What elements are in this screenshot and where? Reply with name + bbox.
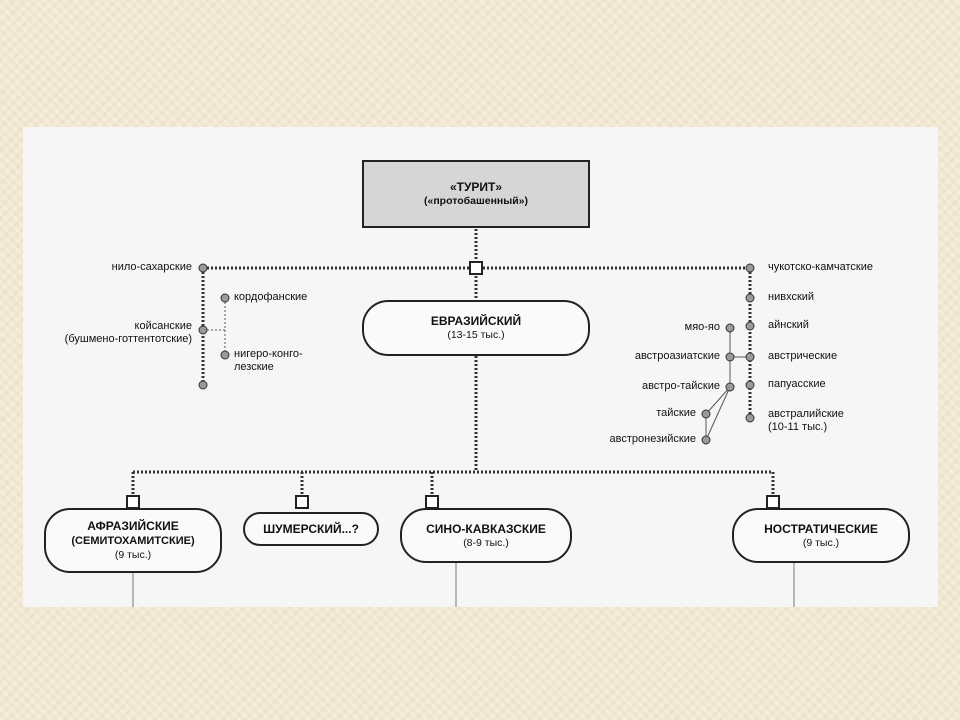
sinocaucasian-box: СИНО-КАВКАЗСКИЕ (8-9 тыс.) xyxy=(400,508,572,563)
label-austroasiatic: австроазиатские xyxy=(634,350,720,362)
root-title: «ТУРИТ» xyxy=(449,180,503,194)
eurasian-subtitle: (13-15 тыс.) xyxy=(447,329,505,341)
node-miaoyao xyxy=(725,323,735,333)
label-australian: австралийские (10-11 тыс.) xyxy=(768,408,844,434)
label-nivkh: нивхский xyxy=(768,291,815,303)
afrasian-box: АФРАЗИЙСКИЕ (СЕМИТОХАМИТСКИЕ) (9 тыс.) xyxy=(44,508,222,573)
node-khoisan xyxy=(198,325,208,335)
label-austronesian: австронезийские xyxy=(609,433,696,445)
node-austroasiatic xyxy=(725,352,735,362)
label-khoisan-line1: койсанские xyxy=(134,320,192,332)
label-niger-line1: нигеро-конго- xyxy=(234,348,303,360)
sumerian-box: ШУМЕРСКИЙ...? xyxy=(243,512,379,546)
node-square-top xyxy=(469,261,483,275)
label-chukotko-kamchatkan: чукотско-камчатские xyxy=(768,261,874,273)
eurasian-title: ЕВРАЗИЙСКИЙ xyxy=(430,314,522,328)
node-austrotai xyxy=(725,382,735,392)
label-khoisan: койсанские (бушмено-готтентотские) xyxy=(65,320,192,346)
afrasian-alt-name: (СЕМИТОХАМИТСКИЕ) xyxy=(71,535,195,547)
node-left-end xyxy=(198,380,208,390)
label-ainu: айнский xyxy=(768,319,809,331)
nostratic-box: НОСТРАТИЧЕСКИЕ (9 тыс.) xyxy=(732,508,910,563)
nostratic-age: (9 тыс.) xyxy=(802,536,840,549)
label-kordofanian: кордофанские xyxy=(234,291,308,303)
root-box: «ТУРИТ» («протобашенный») xyxy=(362,160,590,228)
connector-austronesian-link xyxy=(705,386,731,441)
node-square-sinocaucasian xyxy=(425,495,439,509)
afrasian-age: (9 тыс.) xyxy=(114,549,152,561)
node-austronesian xyxy=(701,435,711,445)
node-ainu xyxy=(745,321,755,331)
sumerian-title: ШУМЕРСКИЙ...? xyxy=(263,521,359,536)
node-square-nostratic xyxy=(766,495,780,509)
node-square-afrasian xyxy=(126,495,140,509)
label-australian-line1: австралийские xyxy=(768,408,844,420)
label-niger-congo: нигеро-конго- лезские xyxy=(234,348,303,374)
node-niger xyxy=(220,350,230,360)
label-austro-tai: австро-тайские xyxy=(641,380,720,392)
label-papuan: папуасские xyxy=(768,378,826,390)
label-nilo-saharan: нило-сахарские xyxy=(111,261,192,273)
eurasian-box: ЕВРАЗИЙСКИЙ (13-15 тыс.) xyxy=(362,300,590,356)
node-nivkh xyxy=(745,293,755,303)
connector-austrotai-split xyxy=(705,386,731,415)
node-kordofan xyxy=(220,293,230,303)
label-miao-yao: мяо-яо xyxy=(684,321,720,333)
node-nilo xyxy=(198,263,208,273)
node-australian xyxy=(745,413,755,423)
node-tai xyxy=(701,409,711,419)
label-austric: австрические xyxy=(768,350,838,362)
sinocaucasian-age: (8-9 тыс.) xyxy=(463,536,509,549)
node-chukotko xyxy=(745,263,755,273)
label-niger-line2: лезские xyxy=(234,361,274,373)
node-austric xyxy=(745,352,755,362)
node-square-sumerian xyxy=(295,495,309,509)
label-australian-line2: (10-11 тыс.) xyxy=(768,421,828,433)
nostratic-title: НОСТРАТИЧЕСКИЕ xyxy=(764,521,878,536)
afrasian-title: АФРАЗИЙСКИЕ xyxy=(87,519,179,533)
label-khoisan-line2: (бушмено-готтентотские) xyxy=(64,333,192,345)
node-papuan xyxy=(745,380,755,390)
sinocaucasian-title: СИНО-КАВКАЗСКИЕ xyxy=(426,521,546,536)
root-subtitle: («протобашенный») xyxy=(423,195,529,207)
label-tai: тайские xyxy=(656,407,696,419)
